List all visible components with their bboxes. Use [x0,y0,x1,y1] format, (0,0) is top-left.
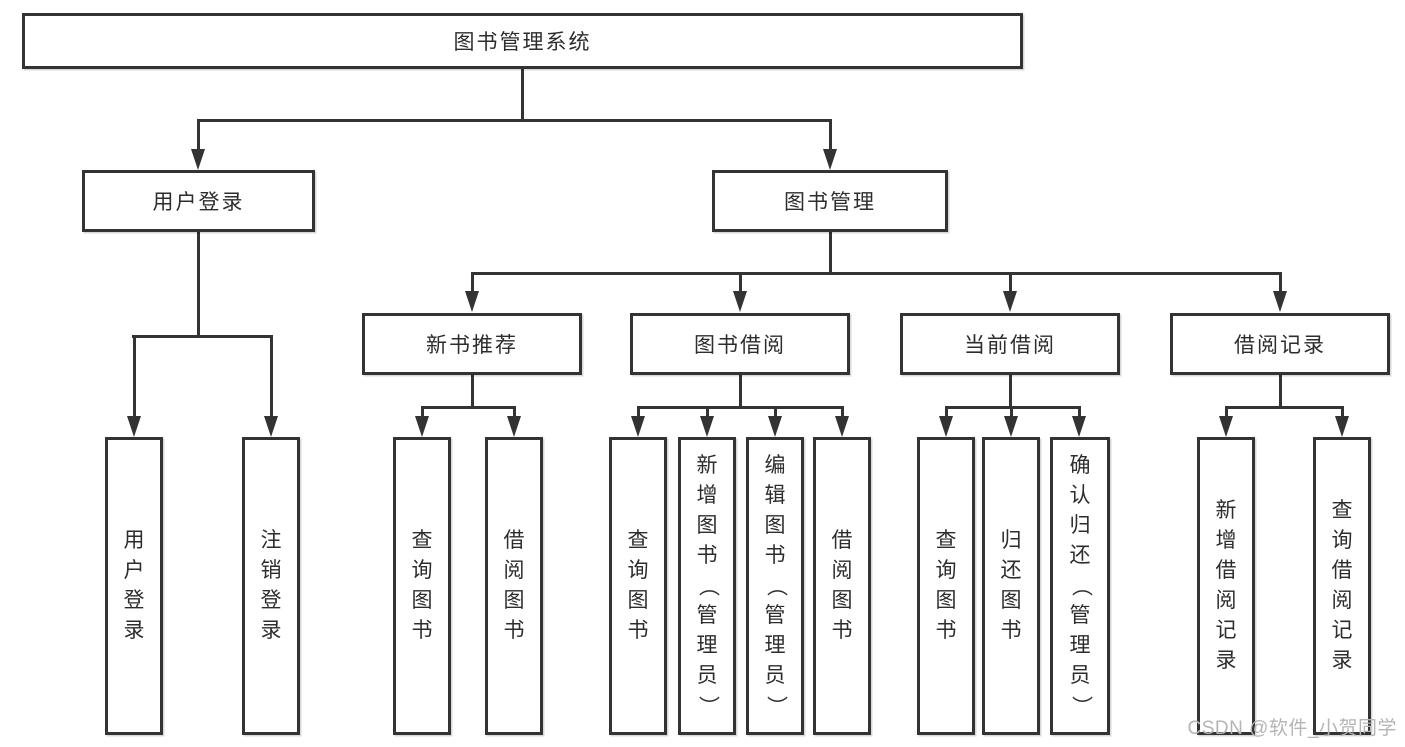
leaf-query-books-recommend: 查询图书 [393,437,451,735]
node-user-login: 用户登录 [82,170,315,232]
node-library-management-system: 图书管理系统 [22,13,1023,69]
connector-arrow [132,335,136,416]
node-label: 当前借阅 [964,334,1056,357]
leaf-query-books-borrowing: 查询图书 [609,437,667,735]
connector-arrow [196,119,200,149]
connector-line [1279,375,1282,409]
connector-line [132,335,273,338]
connector-arrow [636,406,640,416]
connector-arrow [1008,272,1012,291]
connector-line [945,406,1081,409]
leaf-edit-books-admin: 编辑图书（管理员） [746,437,804,735]
connector-line [471,272,1282,275]
node-book-management: 图书管理 [712,170,948,232]
connector-line [521,68,524,122]
connector-line [197,119,832,122]
connector-arrow [738,272,742,291]
node-label: 借阅记录 [1234,334,1326,357]
node-label: 图书管理 [784,191,876,214]
leaf-return-books: 归还图书 [982,437,1040,735]
node-label: 图书管理系统 [453,31,592,54]
node-label: 新书推荐 [426,334,518,357]
connector-line [829,232,832,275]
connector-arrow [1224,406,1228,416]
connector-arrow [1340,406,1344,416]
node-label: 用户登录 [152,191,245,214]
connector-arrow [773,406,777,416]
connector-arrow [1077,406,1081,416]
leaf-add-borrow-record: 新增借阅记录 [1197,437,1255,735]
leaf-logout-login: 注销登录 [242,437,300,735]
connector-line [637,406,844,409]
leaf-borrow-books-recommend: 借阅图书 [485,437,543,735]
connector-arrow [1278,272,1282,291]
leaf-query-books-current: 查询图书 [917,437,975,735]
connector-arrow [420,406,424,416]
leaf-borrow-books: 借阅图书 [813,437,871,735]
connector-arrow [840,406,844,416]
connector-line [1225,406,1344,409]
leaf-user-login: 用户登录 [105,437,163,735]
connector-line [1009,375,1012,409]
leaf-add-books-admin: 新增图书（管理员） [678,437,736,735]
connector-line [739,375,742,409]
node-book-borrowing: 图书借阅 [630,313,850,375]
connector-line [197,232,200,338]
connector-arrow [1009,406,1013,416]
node-borrowing-records: 借阅记录 [1170,313,1390,375]
connector-arrow [828,119,832,149]
connector-arrow [470,272,474,291]
leaf-confirm-return-admin: 确认归还（管理员） [1050,437,1110,735]
connector-arrow [705,406,709,416]
watermark: CSDN @软件_小贺同学 [1187,718,1397,739]
node-current-borrowing: 当前借阅 [900,313,1120,375]
connector-arrow [269,335,273,416]
node-label: 图书借阅 [694,334,786,357]
connector-line [471,375,474,409]
connector-arrow [944,406,948,416]
connector-arrow [512,406,516,416]
connector-line [421,406,516,409]
node-new-book-recommendation: 新书推荐 [362,313,582,375]
leaf-query-borrow-record: 查询借阅记录 [1313,437,1371,735]
